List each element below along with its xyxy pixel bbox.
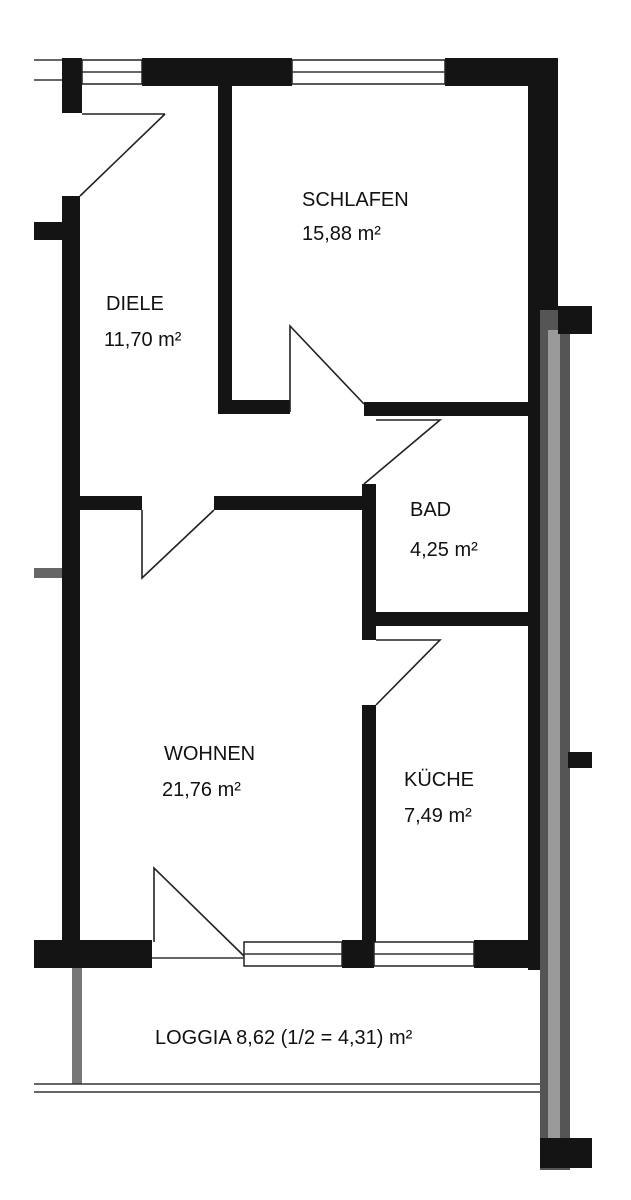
room-name-diele: DIELE (106, 293, 164, 315)
wall-kueche-left-top (362, 626, 376, 640)
wall-kueche-left (362, 705, 376, 945)
doors (79, 113, 443, 957)
room-area-kueche: 7,49 m² (404, 805, 472, 827)
door-diele-entrance (79, 113, 166, 197)
wall-top-mid (142, 58, 292, 86)
wall-right-stub-bottom (540, 1138, 592, 1168)
wall-bottom-mid (342, 940, 374, 968)
wall-top-left (62, 58, 82, 113)
wall-bad-bottom (362, 612, 528, 626)
door-kueche (375, 639, 442, 706)
room-name-schlafen: SCHLAFEN (302, 189, 409, 211)
walls (34, 58, 592, 1170)
wall-right-stub-1 (558, 306, 592, 334)
wall-diele-bottom-right (214, 496, 364, 510)
wall-left (62, 196, 80, 956)
wall-schlafen-left (218, 86, 232, 412)
door-wohnen (141, 509, 215, 580)
room-label-loggia: LOGGIA 8,62 (1/2 = 4,31) m² (155, 1027, 413, 1049)
wall-diele-bottom-left (80, 496, 142, 510)
facade-strip-inner (548, 330, 560, 1150)
wall-schlafen-bottom-right (364, 402, 528, 416)
wall-left-stub-1 (34, 222, 62, 240)
door-schlafen (289, 323, 365, 412)
room-name-bad: BAD (410, 499, 451, 521)
wall-schlafen-bottom-left (218, 400, 290, 414)
room-name-kueche: KÜCHE (404, 769, 474, 791)
room-area-diele: 11,70 m² (104, 329, 182, 351)
wall-bottom-left (34, 940, 152, 968)
wall-left-stub-2 (34, 568, 62, 578)
wall-bad-left (362, 484, 376, 614)
wall-right-stub-2 (568, 752, 592, 768)
door-loggia (153, 866, 245, 957)
wall-bottom-right (474, 940, 540, 968)
room-name-wohnen: WOHNEN (164, 743, 255, 765)
room-area-bad: 4,25 m² (410, 539, 478, 561)
room-area-schlafen: 15,88 m² (302, 223, 381, 245)
loggia-left-post (72, 968, 82, 1084)
door-bad (363, 419, 443, 485)
room-area-wohnen: 21,76 m² (162, 779, 241, 801)
